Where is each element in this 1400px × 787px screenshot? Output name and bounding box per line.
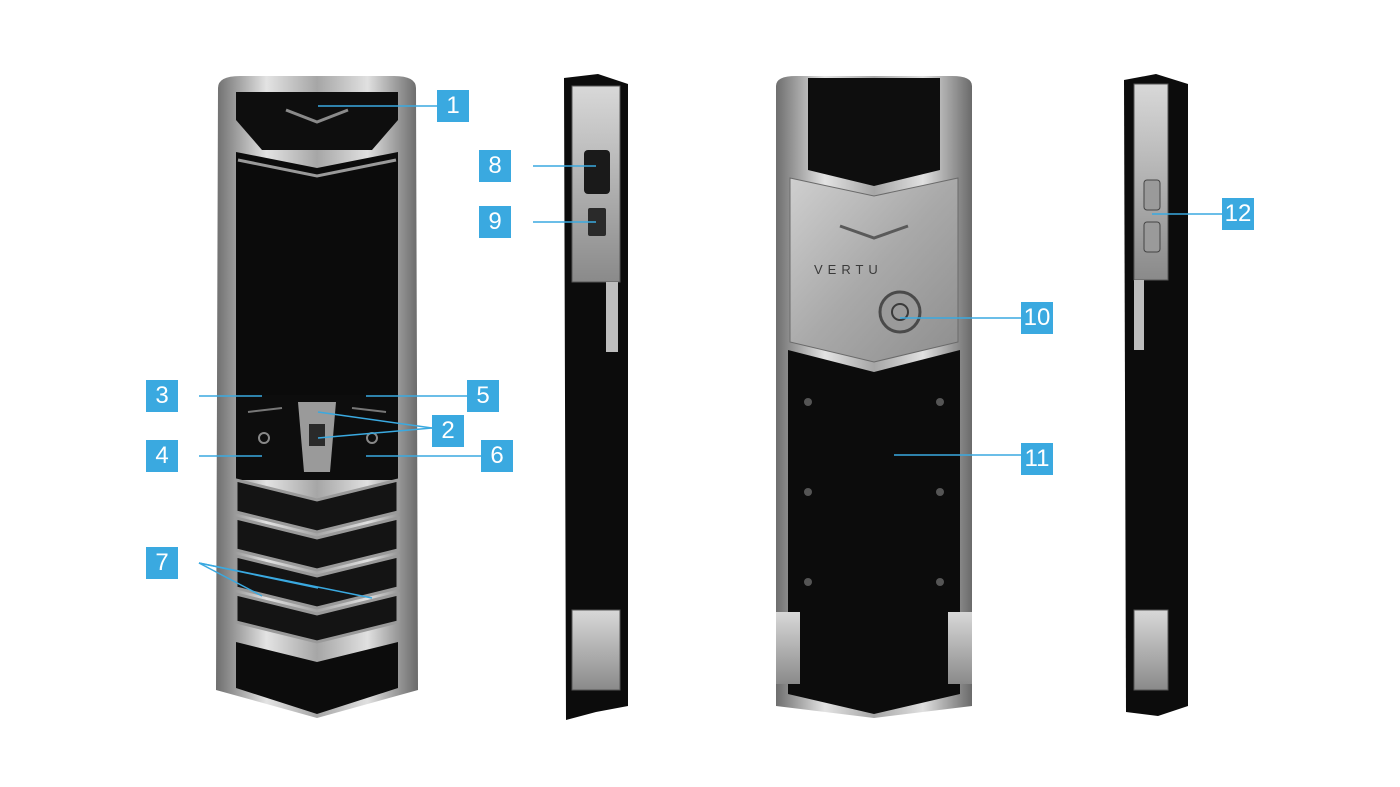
side-steel-plate-right-bottom [1133, 609, 1169, 691]
side-steel-plate-bottom [571, 609, 621, 691]
navigation-select [309, 424, 325, 446]
battery-cover-screws [804, 398, 944, 586]
phone-front-view [216, 76, 418, 718]
side-key-lower [1143, 221, 1161, 253]
callout-1-earpiece: 1 [437, 90, 469, 122]
concierge-key [878, 290, 922, 334]
phone-left-side-view [564, 74, 628, 720]
phone-back-view [776, 76, 972, 718]
side-key-upper [1143, 179, 1161, 211]
back-hinge-right [948, 612, 972, 684]
callout-4-call-key: 4 [146, 440, 178, 472]
callout-5-right-soft-key: 5 [467, 380, 499, 412]
display-screen [236, 152, 398, 395]
phone-right-side-view [1124, 74, 1188, 716]
battery-cover [788, 350, 960, 714]
callout-10-concierge-key: 10 [1021, 302, 1053, 334]
side-connector-port [588, 208, 606, 236]
callout-3-left-soft-key: 3 [146, 380, 178, 412]
right-soft-key [351, 407, 387, 413]
call-key [258, 432, 270, 444]
callout-6-end-key: 6 [481, 440, 513, 472]
v-logo-back [839, 224, 909, 240]
callout-2-navigation-key: 2 [432, 415, 464, 447]
left-soft-key [247, 407, 283, 413]
callout-12-side-keys: 12 [1222, 198, 1254, 230]
back-camera-panel [808, 78, 940, 186]
v-logo-front [285, 108, 349, 124]
callout-9-connector: 9 [479, 206, 511, 238]
back-hinge-left [776, 612, 800, 684]
display-chevron-trim [237, 158, 397, 178]
side-volume-key [584, 150, 610, 194]
callout-8-volume-key: 8 [479, 150, 511, 182]
leader-lines [198, 105, 1222, 599]
brand-wordmark: VERTU [814, 262, 883, 277]
side-steel-rail [606, 282, 618, 352]
callout-11-battery-cover: 11 [1021, 443, 1053, 475]
bottom-panel [236, 642, 398, 714]
callout-7-keypad: 7 [146, 547, 178, 579]
keypad-rows [234, 478, 400, 644]
side-steel-rail-right [1134, 280, 1144, 350]
